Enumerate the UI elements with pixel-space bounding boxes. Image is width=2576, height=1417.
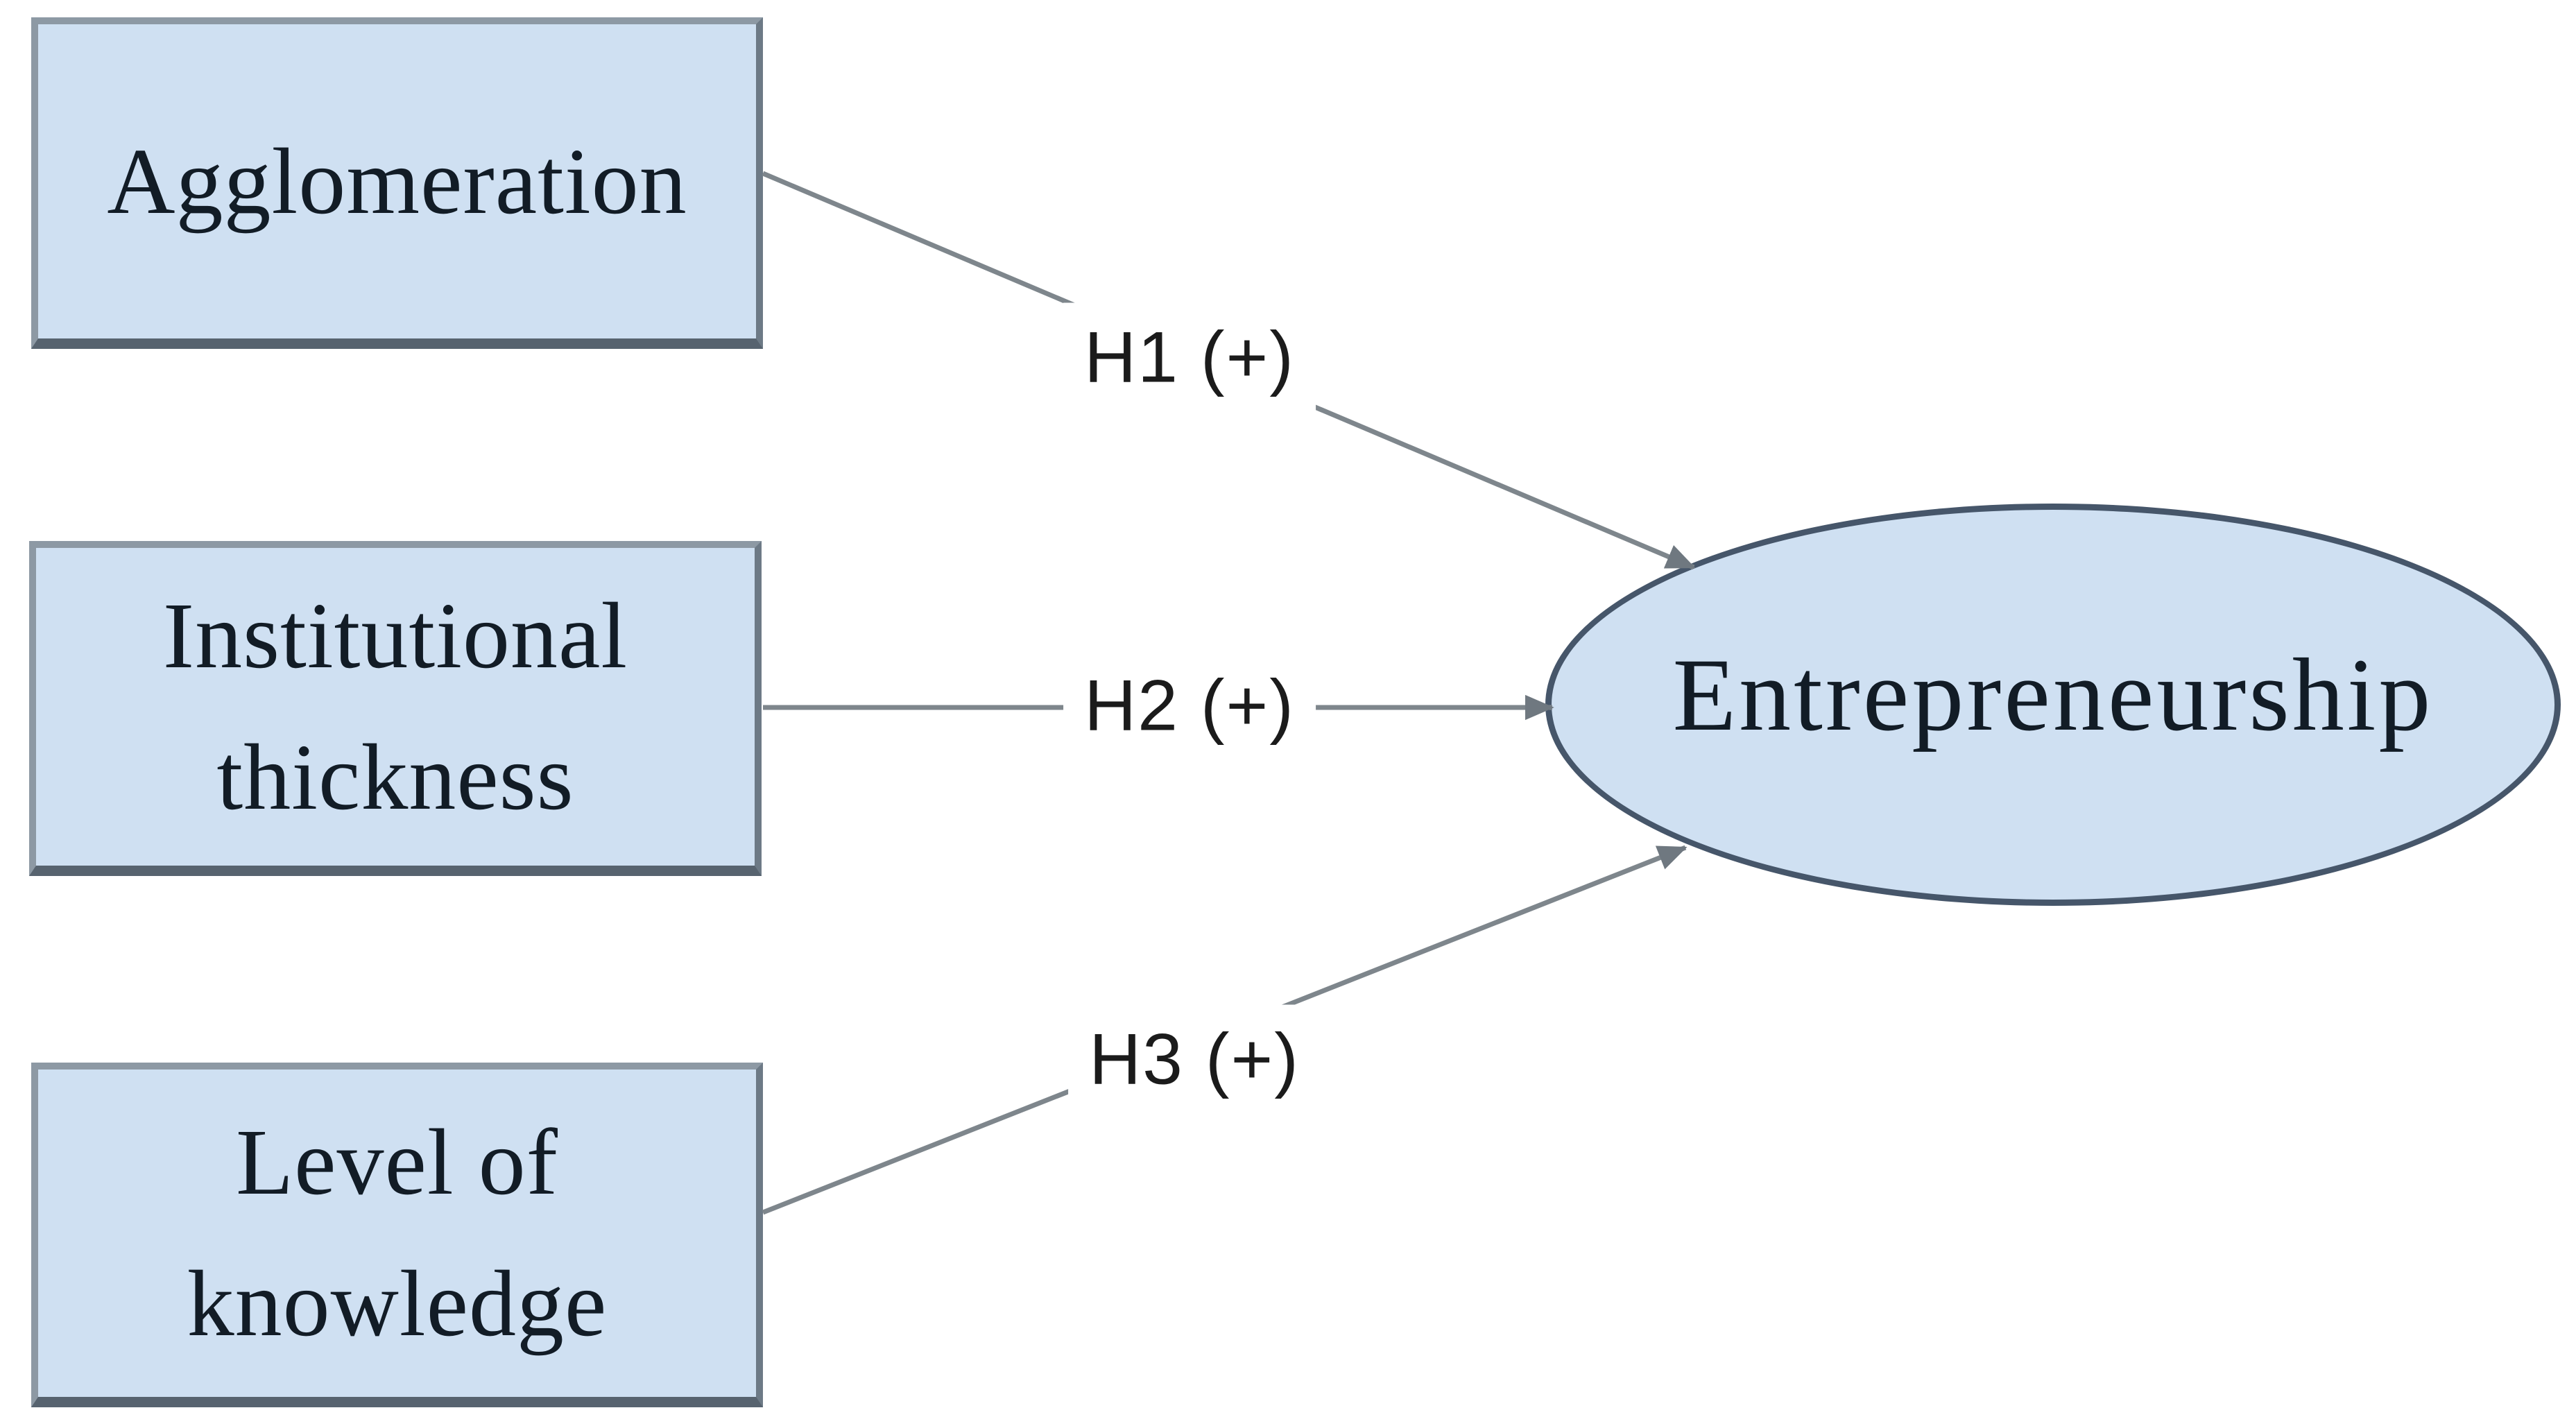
construct-label-level-of-knowledge: Level of knowledge [187, 1110, 608, 1356]
construct-label-institutional-thickness: Institutional thickness [162, 584, 628, 830]
hypothesis-label-h2: H2 (+) [1063, 651, 1316, 762]
hypothesis-label-h1: H1 (+) [1063, 302, 1316, 413]
construct-box-agglomeration: Agglomeration [31, 17, 763, 349]
hypothesis-label-h3: H3 (+) [1068, 1004, 1321, 1115]
construct-box-level-of-knowledge: Level of knowledge [31, 1063, 763, 1407]
construct-ellipse-entrepreneurship: Entrepreneurship [1545, 504, 2561, 906]
construct-box-institutional-thickness: Institutional thickness [29, 541, 762, 876]
construct-label-entrepreneurship: Entrepreneurship [1672, 637, 2434, 753]
construct-label-agglomeration: Agglomeration [107, 129, 687, 234]
